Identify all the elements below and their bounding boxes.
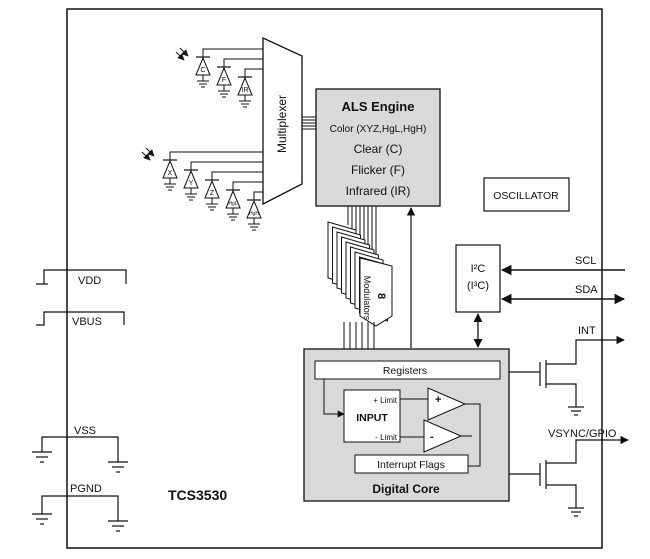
sda-pin: SDA xyxy=(500,284,626,305)
vdd-label: VDD xyxy=(78,275,101,287)
als-infrared: Infrared (IR) xyxy=(346,184,411,198)
comparator-minus: - xyxy=(430,431,434,443)
photodiode: IR xyxy=(237,68,263,108)
light-icon xyxy=(141,47,189,161)
als-to-modulators-bus xyxy=(347,206,377,260)
photodiode-label: F xyxy=(222,77,226,84)
comparator-plus: + xyxy=(435,394,441,406)
modulators-label: Modulators xyxy=(362,276,372,321)
scl-label: SCL xyxy=(575,255,596,267)
photodiode: C xyxy=(195,48,263,88)
photodiode-label: HgL xyxy=(228,201,237,207)
photodiode-label: HgH xyxy=(249,211,259,217)
vsync-output-stage xyxy=(509,435,629,517)
oscillator-block: OSCILLATOR xyxy=(483,177,570,212)
int-output-stage xyxy=(509,335,625,416)
digital-core-wiring xyxy=(323,379,481,467)
scl-pin: SCL xyxy=(500,255,625,276)
digital-core-title: Digital Core xyxy=(372,482,440,496)
chip-name: TCS3530 xyxy=(168,487,227,503)
photodiode-label: Z xyxy=(210,190,215,197)
comparator-lower xyxy=(423,419,463,453)
photodiode: HgL xyxy=(225,181,263,221)
als-flicker: Flicker (F) xyxy=(351,163,405,177)
int-label: INT xyxy=(578,325,596,337)
als-engine-title: ALS Engine xyxy=(342,99,415,114)
photodiode-group-top: C F IR xyxy=(195,48,263,108)
vbus-pin xyxy=(36,311,125,326)
photodiode: Y xyxy=(183,161,263,201)
photodiode-label: Y xyxy=(189,180,194,187)
photodiode-label: IR xyxy=(242,87,249,94)
vbus-label: VBUS xyxy=(72,316,102,328)
photodiode-label: X xyxy=(168,170,173,177)
comparator-upper xyxy=(427,387,467,421)
photodiode: F xyxy=(216,58,263,98)
als-clear: Clear (C) xyxy=(354,142,403,156)
multiplexer: Multiplexer xyxy=(262,36,303,206)
mux-to-als-bus xyxy=(302,116,316,130)
modulators-stack xyxy=(327,221,393,327)
i2c-label: I²C xyxy=(471,263,486,275)
pgnd-label: PGND xyxy=(70,483,102,495)
digital-core-block: Registers INPUT + Limit - Limit + - Inte… xyxy=(303,348,510,502)
multiplexer-label: Multiplexer xyxy=(275,95,289,153)
sda-label: SDA xyxy=(575,284,598,296)
photodiode-group-bottom: X Y Z HgL HgH xyxy=(162,151,263,231)
oscillator-label: OSCILLATOR xyxy=(493,190,559,202)
i3c-label: (I³C) xyxy=(467,280,489,292)
i2c-block: I²C (I³C) xyxy=(455,244,501,313)
vdd-pin xyxy=(36,269,127,285)
plus-limit-label: + Limit xyxy=(373,396,398,405)
als-color-line: Color (XYZ,HgL,HgH) xyxy=(330,124,427,135)
als-engine-block: ALS Engine Color (XYZ,HgL,HgH) Clear (C)… xyxy=(315,88,441,207)
photodiode-label: C xyxy=(200,67,205,74)
photodiode: X xyxy=(162,151,263,191)
registers-box xyxy=(314,360,501,380)
photodiode: HgH xyxy=(246,191,263,231)
vsync-gpio-label: VSYNC/GPIO xyxy=(548,428,617,440)
interrupt-flags-box xyxy=(354,454,469,474)
vss-label: VSS xyxy=(74,425,96,437)
pgnd-pin xyxy=(32,495,128,532)
interrupt-flags-label: Interrupt Flags xyxy=(377,459,445,471)
modulators-count: 8 xyxy=(375,293,387,299)
vss-pin xyxy=(32,436,128,473)
photodiode: Z xyxy=(204,171,263,211)
minus-limit-label: - Limit xyxy=(375,433,398,442)
input-label: INPUT xyxy=(356,412,388,424)
modulator-front xyxy=(359,257,393,327)
registers-label: Registers xyxy=(383,365,427,377)
